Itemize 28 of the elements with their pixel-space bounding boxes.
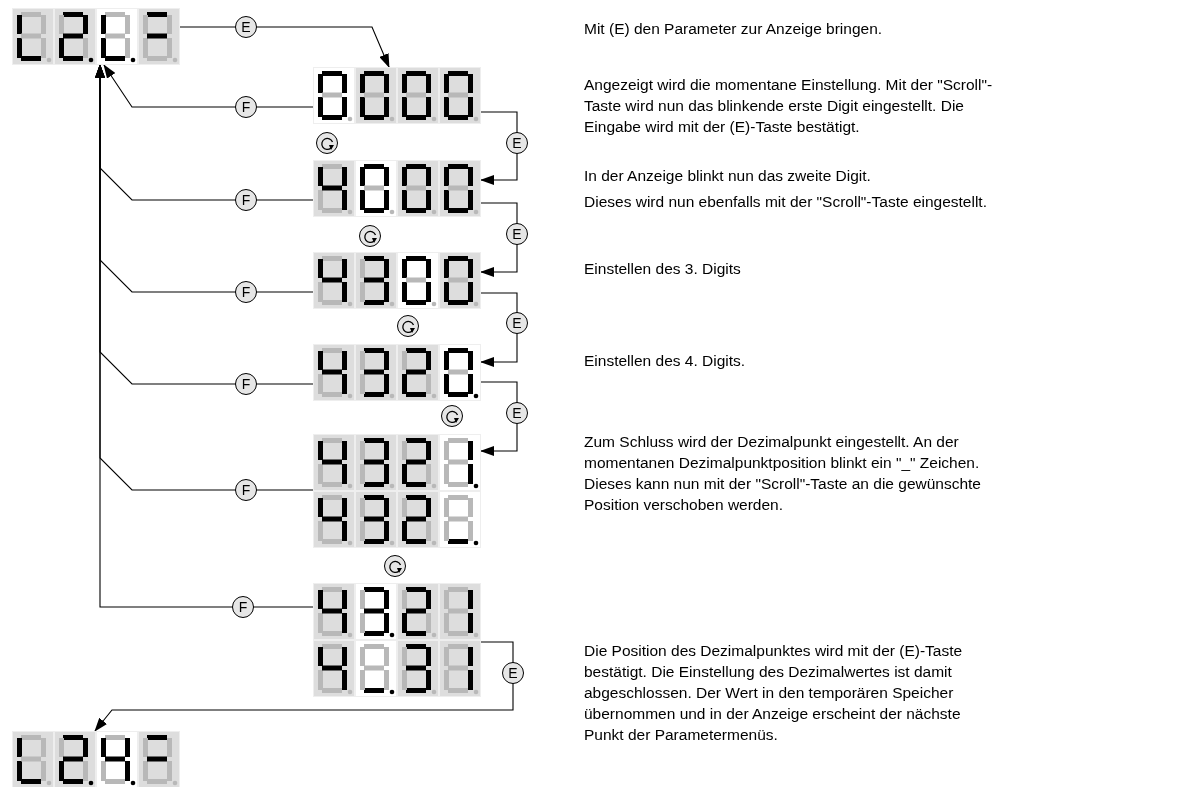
arrow [95, 64, 314, 608]
edge-label: F [235, 281, 257, 303]
note-text: In der Anzeige blinkt nun das zweite Digit. [584, 166, 872, 186]
arrow [480, 111, 518, 185]
arrow [480, 292, 518, 367]
arrow [480, 381, 518, 456]
edge-label: F [232, 596, 254, 618]
arrow [94, 641, 514, 732]
edge-label: E [235, 16, 257, 38]
edge-label: E [502, 662, 524, 684]
note-text: Zum Schluss wird der Dezimalpunkt eingestellt. An der momentanen Dezimalpunktposition blinkt ein "_" Zeichen. Dieses kann nun mit der "Scroll"-Taste an die gewünschte Position verschoben werden. [584, 432, 982, 515]
arrow [179, 26, 390, 68]
note-text: Dieses wird nun ebenfalls mit der "Scroll"-Taste eingestellt. [584, 192, 988, 212]
edge-label: E [506, 402, 528, 424]
edge-label: E [506, 312, 528, 334]
edge-label: F [235, 373, 257, 395]
edge-label: F [235, 189, 257, 211]
note-text: Mit (E) den Parameter zur Anzeige bringen. [584, 19, 884, 39]
note-text: Die Position des Dezimalpunktes wird mit der (E)-Taste bestätigt. Die Einstellung des Dezimalwertes ist damit abgeschlossen. Der Wert in den temporären Speicher übernommen und in der Anzeige erscheint der nächste Punkt der Parametermenüs. [584, 641, 964, 745]
edge-label: F [235, 96, 257, 118]
note-text: Einstellen des 3. Digits [584, 259, 742, 279]
arrow [480, 202, 518, 277]
arrow [103, 64, 314, 108]
edge-label: E [506, 132, 528, 154]
note-text: Angezeigt wird die momentane Einstellung. Mit der "Scroll"-Taste wird nun das blinkende erste Digit eingestellt. Die Eingabe wird mit der (E)-Taste bestätigt. [584, 75, 994, 137]
edge-label: E [506, 223, 528, 245]
note-text: Einstellen des 4. Digits. [584, 351, 747, 371]
edge-label: F [235, 479, 257, 501]
